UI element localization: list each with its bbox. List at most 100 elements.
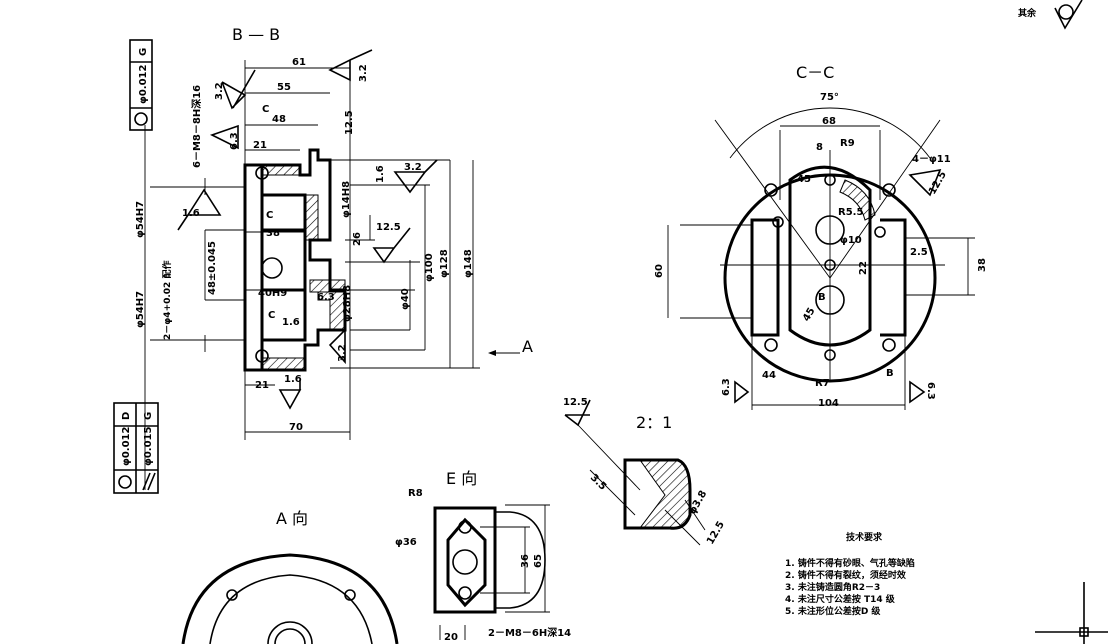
dimension-label: 45 [801,306,818,324]
dimension-label: 22 [858,261,869,275]
dimension-label: B [818,292,826,303]
view-a-title: A 向 [276,509,308,528]
circularity-icon [134,112,148,126]
section-cc-title: C－C [796,63,834,82]
view-arrow-a-label: A [522,337,533,356]
dimension-label: 1.6 [284,374,302,385]
detail-view-2-1: 2：1 12.5 3.5 φ3.8 12.5 [563,397,727,547]
dimension-label: 6－M8－8H深16 [190,85,203,168]
dimension-label: 38 [977,258,988,272]
section-cc-view: C－C 75° 68 R9 8 45 R5.5 φ10 4－φ11 12.5 2… [654,63,988,410]
dimension-label: 36 [520,554,531,568]
dimension-label: 6.3 [925,382,936,400]
dimension-label: 12.5 [563,397,588,408]
dimension-label: 3.2 [404,162,422,173]
dimension-label: 48 [272,114,286,125]
dimension-label: 3.5 [588,472,608,492]
dimension-label: 44 [762,370,776,381]
dimension-label: φ10 [840,235,862,246]
dimension-label: 4－φ11 [912,154,951,165]
dimension-label: C [268,310,275,321]
dimension-label: 6.3 [229,132,240,150]
tolerance-frame-top: φ0.012 G [129,39,153,131]
dimension-label: 55 [277,82,291,93]
dimension-label: φ40 [400,288,411,310]
dimension-label: 1.6 [282,317,300,328]
dimension-label: 2－φ4+0.02 配作 [161,261,173,340]
dimension-label: 3.2 [358,64,369,82]
dimension-label: 2－M8－6H深14 [488,626,571,639]
no-machining-roughness-icon [1058,4,1074,20]
dimension-label: 21 [253,140,267,151]
dimension-label: B [886,368,894,379]
dimension-label: φ54H7 [135,201,146,238]
dimension-label: 1.6 [375,165,386,183]
dimension-label: 3.2 [337,344,348,362]
parallelism-icon [142,472,156,491]
circularity-icon [118,475,132,489]
cad-crosshair-cursor [1035,582,1108,644]
dimension-label: R9 [840,138,855,149]
dimension-label: 3.2 [214,82,225,100]
dimension-label: φ28H8 [342,285,353,322]
tolerance-datum: G [138,48,149,56]
dimension-label: 60 [654,264,665,278]
tech-req-item: 3. 未注铸造圆角R2－3 [785,581,880,593]
dimension-label: 45 [797,174,811,185]
tech-req-item: 1. 铸件不得有砂眼、气孔等缺陷 [785,557,915,569]
dimension-label: 12.5 [376,222,401,233]
tolerance-frame-bottom: φ0.012 D φ0.015 G [113,402,159,494]
dimension-label: φ36 [395,537,417,548]
dimension-label: φ100 [424,253,435,282]
dimension-label: 26 [352,232,363,246]
dimension-label: 48±0.045 [207,241,218,295]
technical-requirements: 技术要求 1. 铸件不得有砂眼、气孔等缺陷 2. 铸件不得有裂纹，须经时效 3.… [785,531,915,617]
dimension-label: R8 [408,488,423,499]
tolerance-value: φ0.012 [138,65,149,104]
dimension-label: 8 [816,142,823,153]
dimension-label: 104 [818,398,839,409]
section-bb-title: B — B [232,25,280,44]
dimension-label: φ148 [463,249,474,278]
dimension-label: 40H9 [258,288,287,299]
dimension-label: φ14H8 [341,181,352,218]
tolerance-value: φ0.015 [143,427,154,466]
detail-scale-label: 2：1 [636,413,672,432]
view-a: A 向 [181,509,399,644]
dimension-label: R5.5 [838,207,863,218]
section-bb-view: B — B φ0.012 G φ0.012 D φ0.015 G 61 55 4… [113,25,533,494]
dimension-label: 65 [533,554,544,568]
dimension-label: C [266,210,273,221]
cc-dimension-labels: 75° 68 R9 8 45 R5.5 φ10 4－φ11 12.5 2.5 3… [654,92,988,409]
dimension-label: 68 [822,116,836,127]
dimension-label: 其余 [1018,7,1037,19]
dimension-label: 12.5 [705,520,727,547]
dimension-label: 70 [289,422,303,433]
tech-req-item: 2. 铸件不得有裂纹，须经时效 [785,569,907,581]
tolerance-datum: D [121,412,132,420]
tech-req-title: 技术要求 [846,531,883,543]
tech-req-item: 4. 未注尺寸公差按 T14 级 [785,593,896,605]
view-e: E 向 R8 φ36 36 65 2－M8－6H深14 20 [395,469,571,643]
dimension-label: 75° [820,92,839,103]
dimension-label: 6.3 [317,292,335,303]
dimension-label: 1.6 [182,208,200,219]
dimension-label: 2.5 [910,247,928,258]
dimension-label: 6.3 [721,378,732,396]
dimension-label: C [262,104,269,115]
dimension-label: R7 [815,378,830,389]
dimension-label: φ54H7 [135,291,146,328]
view-e-title: E 向 [446,469,477,488]
dimension-label: 20 [444,632,458,643]
tech-req-item: 5. 未注形位公差按D 级 [785,605,881,617]
dimension-label: 61 [292,57,306,68]
dimension-label: φ128 [439,249,450,278]
dimension-label: 12.5 [344,110,355,135]
dimension-label: 21 [255,380,269,391]
dimension-label: 12.5 [927,170,949,197]
roughness-rest-symbol: 其余 [1018,0,1083,30]
tolerance-datum: G [143,412,154,420]
dimension-label: 38 [266,228,280,239]
bb-dimension-labels: 61 55 48 21 38 40H9 70 21 3.2 3.2 12.5 6… [135,57,474,433]
